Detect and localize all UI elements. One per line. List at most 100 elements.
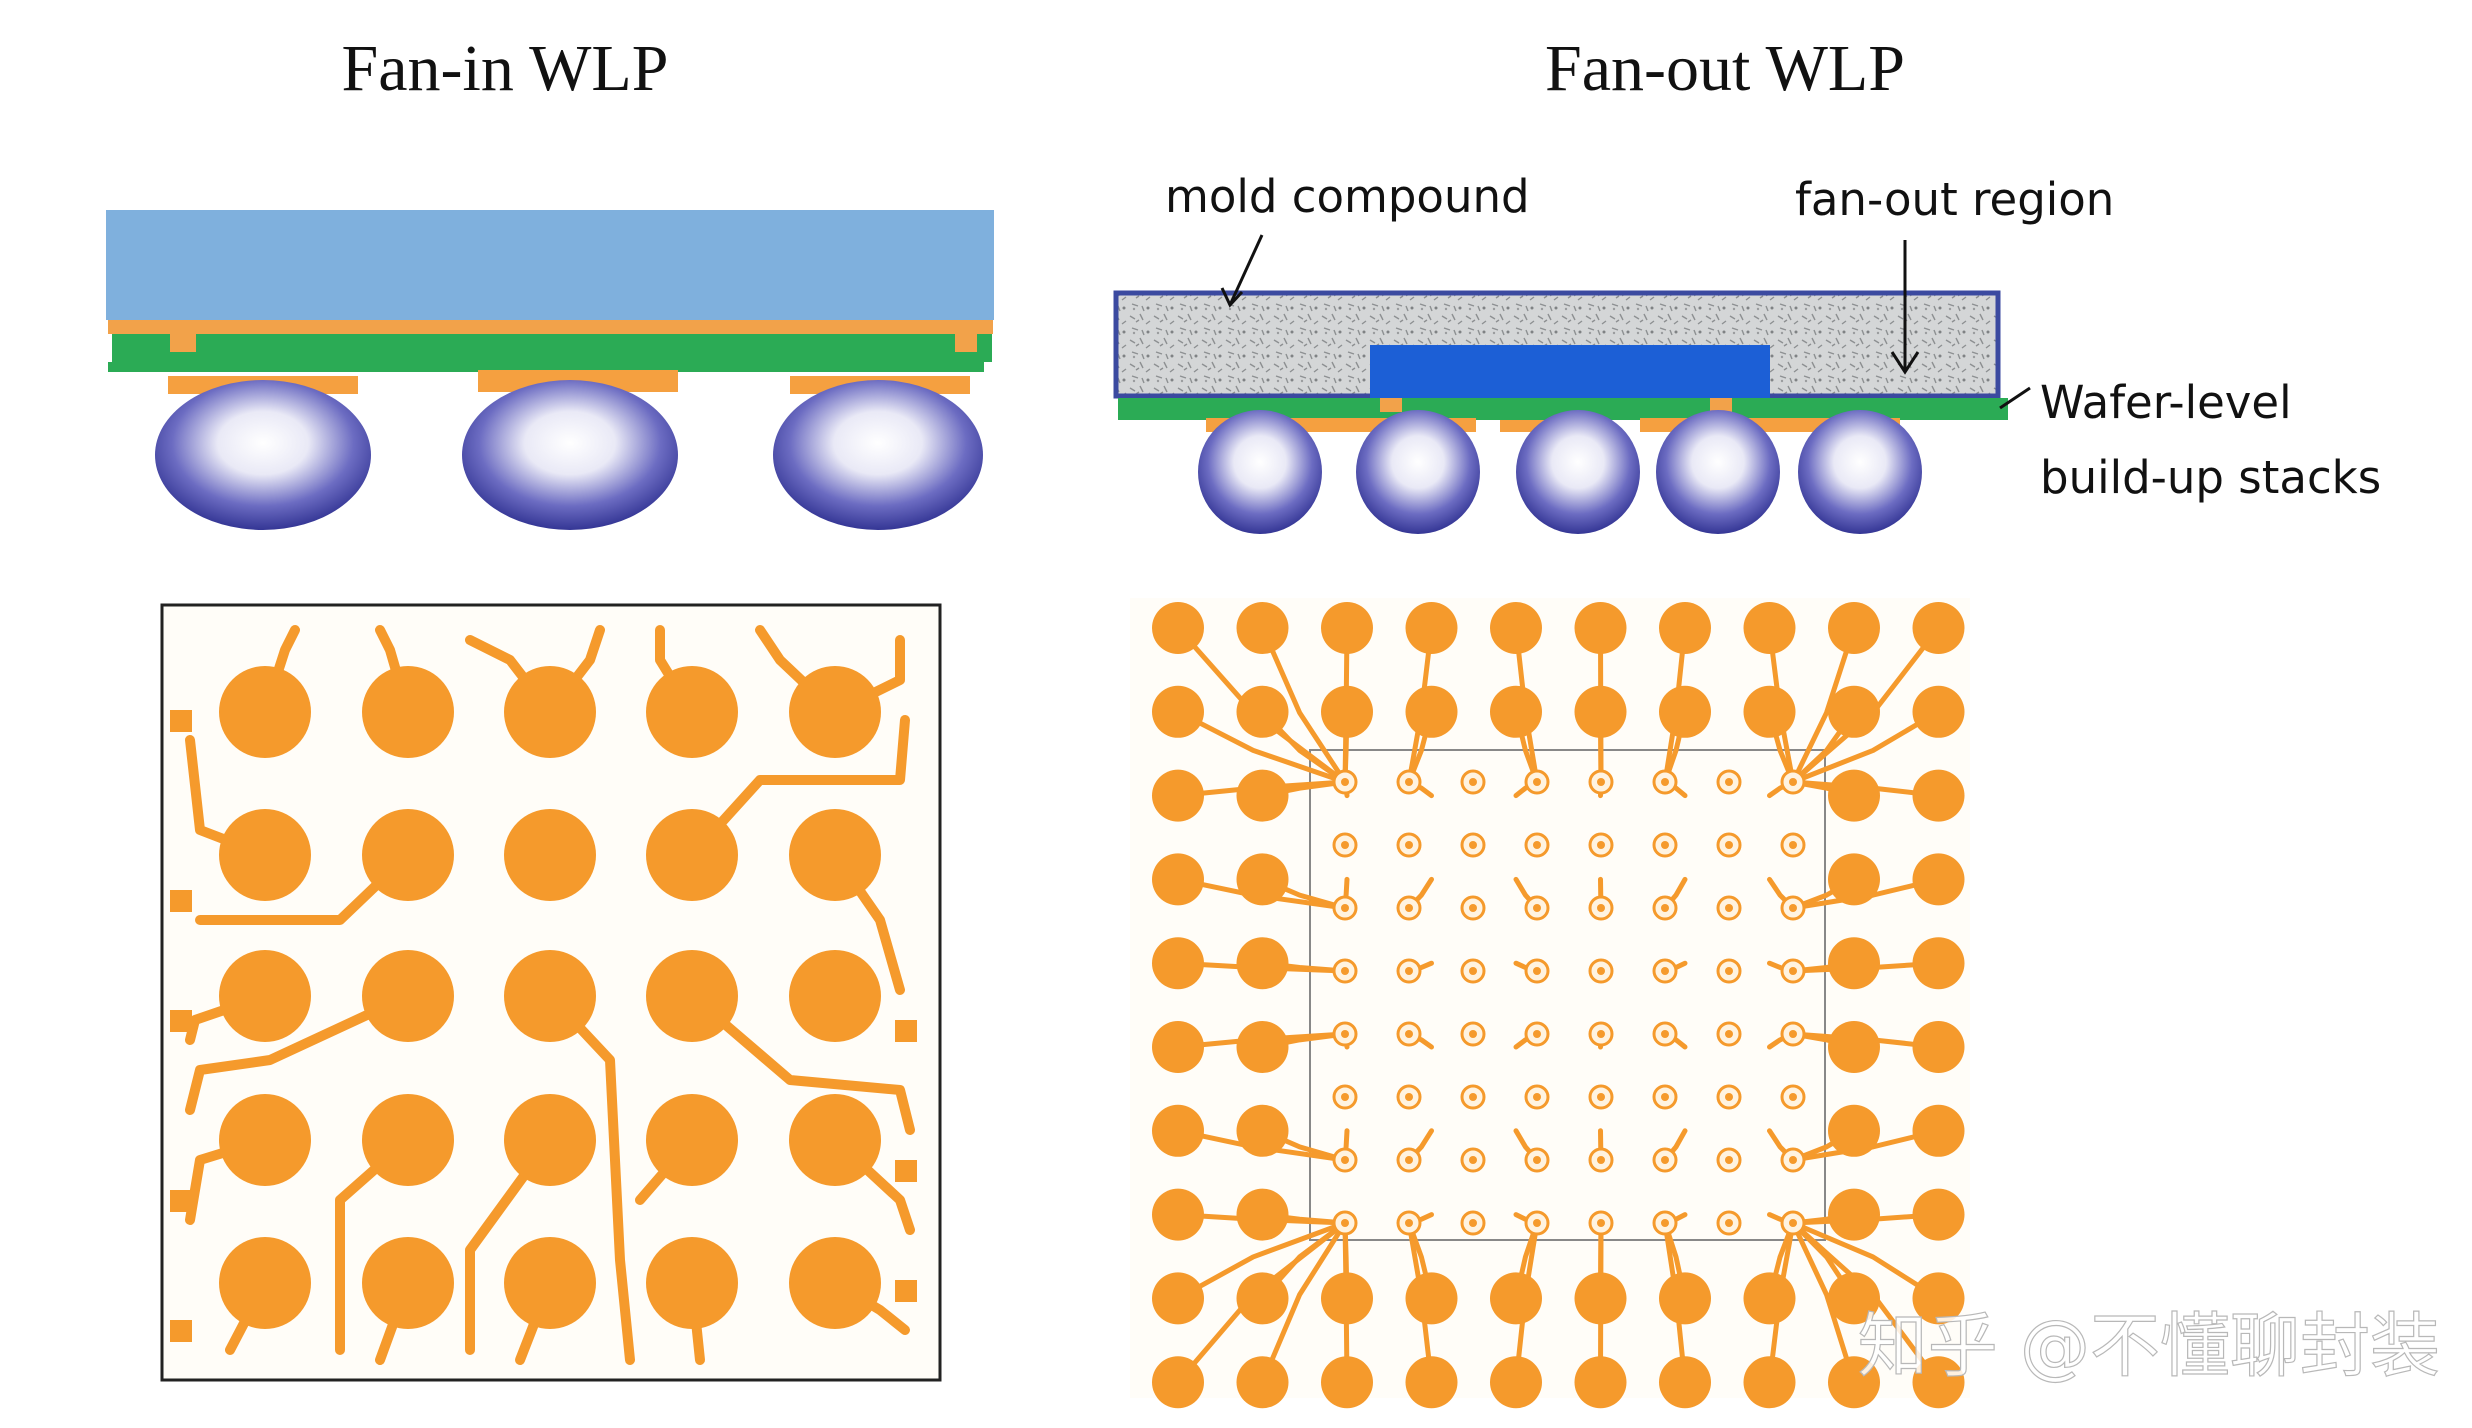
fan-out-ball-pad [1152, 685, 1204, 738]
fan-out-ball-pad [1321, 685, 1373, 738]
fan-out-ball-pad [1152, 1104, 1204, 1157]
fan-in-pad [789, 666, 881, 758]
fan-out-ball-pad [1574, 1272, 1627, 1325]
fan-out-ball-pad [1574, 602, 1627, 654]
build-up-label-line1: Wafer-level [2040, 376, 2292, 429]
fan-out-die-bump-center [1533, 1219, 1541, 1227]
fan-out-rdl-trace [1260, 625, 1348, 785]
fan-out-die-bump-center [1725, 778, 1733, 786]
fan-out-ball-pad [1321, 1356, 1373, 1409]
fan-out-ball-pad [1659, 602, 1711, 654]
build-up-arrow [1999, 386, 2031, 410]
fan-out-ball-pad [1659, 685, 1711, 738]
fan-out-rdl-trace [1790, 1220, 1857, 1385]
fan-out-rdl-trace [1790, 625, 1857, 785]
fan-in-cross-section [106, 210, 994, 530]
fan-out-die-bump-center [1789, 778, 1797, 786]
fan-out-ball-pad [1236, 1272, 1289, 1325]
fan-out-die-bump-center [1533, 967, 1541, 975]
fan-out-die-bump-center [1341, 841, 1349, 849]
fan-out-die-bump-center [1661, 1156, 1669, 1164]
mold-compound-arrow [1228, 234, 1264, 306]
fan-out-ball-pad [1912, 937, 1965, 990]
fan-in-pad [219, 666, 311, 758]
fan-out-ball-pad [1152, 1021, 1204, 1073]
fan-out-die-bump-center [1789, 841, 1797, 849]
fan-out-ball-pad [1743, 602, 1796, 654]
fan-out-ball-pad [1828, 769, 1880, 822]
fan-in-rdl-trace [185, 991, 413, 1115]
fan-in-edge-tab [895, 1020, 917, 1042]
fan-in-pad [646, 666, 738, 758]
fan-out-die-bump-center [1469, 967, 1477, 975]
fan-out-die-bump-center [1341, 967, 1349, 975]
fan-out-die-bump-center [1469, 1219, 1477, 1227]
fan-in-solder-ball [773, 380, 983, 530]
build-up-label-line2: build-up stacks [2040, 451, 2381, 504]
fan-out-title: Fan-out WLP [1545, 32, 1905, 105]
fan-out-solder-ball [1798, 410, 1922, 534]
fan-in-pad [789, 1094, 881, 1186]
fan-out-ball-pad [1912, 1272, 1965, 1325]
fan-out-die-bump-center [1533, 778, 1541, 786]
fan-in-pad [219, 809, 311, 901]
fan-out-ball-pad [1236, 1356, 1289, 1409]
fan-out-cross-section: mold compound fan-out region Wafer-level… [1113, 170, 2381, 534]
fan-out-ball-pad [1912, 1021, 1965, 1073]
fan-out-die-bump-center [1661, 1030, 1669, 1038]
fan-out-ball-pad [1743, 1356, 1796, 1409]
fan-in-edge-tab [170, 1010, 192, 1032]
fan-out-die-bump-center [1725, 904, 1733, 912]
fan-in-pad [504, 809, 596, 901]
fan-out-region-label: fan-out region [1795, 173, 2114, 226]
fan-out-ball-pad [1236, 769, 1289, 822]
fan-in-pad [646, 1237, 738, 1329]
fan-out-solder-ball [1356, 410, 1480, 534]
fan-out-die-bump-center [1597, 778, 1605, 786]
fan-in-layout [160, 603, 942, 1382]
fan-out-ball-pad [1828, 1272, 1880, 1325]
fan-in-pad [789, 809, 881, 901]
fan-out-ball-pad [1828, 853, 1880, 906]
fan-out-ball-pad [1659, 1272, 1711, 1325]
fan-out-ball-pad [1490, 1356, 1542, 1409]
fan-out-die-bump-center [1405, 904, 1413, 912]
fan-in-pad [789, 950, 881, 1042]
fan-out-ball-pad [1828, 1356, 1880, 1409]
fan-out-ball-pad [1574, 1356, 1627, 1409]
fan-out-die-bump-center [1341, 904, 1349, 912]
fan-in-edge-tab [895, 1160, 917, 1182]
fan-out-die-bump-center [1661, 904, 1669, 912]
fan-out-die-bump-center [1661, 1219, 1669, 1227]
fan-out-die-bump-center [1661, 841, 1669, 849]
fan-out-ball-pad [1743, 685, 1796, 738]
fan-out-die-bump-center [1405, 778, 1413, 786]
fan-out-rdl-trace [1175, 1220, 1348, 1301]
fan-out-ball-pad [1912, 1356, 1965, 1409]
fan-out-ball-pad [1490, 602, 1542, 654]
fan-in-pad [219, 950, 311, 1042]
fan-in-solder-ball [462, 380, 678, 530]
fan-out-die-bump-center [1597, 1156, 1605, 1164]
fan-in-title: Fan-in WLP [342, 32, 669, 105]
fan-out-die-bump-center [1789, 1219, 1797, 1227]
fan-out-die-bump-center [1661, 1093, 1669, 1101]
fan-out-ball-pad [1405, 1356, 1458, 1409]
fan-out-ball-pad [1152, 937, 1204, 990]
fan-out-die-bump-center [1661, 778, 1669, 786]
fan-out-ball-pad [1828, 1021, 1880, 1073]
fan-out-die-bump-center [1725, 967, 1733, 975]
fan-out-solder-ball [1516, 410, 1640, 534]
fan-out-ball-pad [1236, 602, 1289, 654]
fan-out-die-bump-center [1597, 1219, 1605, 1227]
fan-out-die-bump-center [1789, 967, 1797, 975]
fan-out-die-bump-center [1725, 841, 1733, 849]
fan-out-ball-pad [1152, 1272, 1204, 1325]
fan-out-ball-pad [1236, 1021, 1289, 1073]
fan-out-ball-pad [1321, 1272, 1373, 1325]
fan-out-die-bump-center [1469, 778, 1477, 786]
fan-out-ball-pad [1152, 1188, 1204, 1241]
fan-out-die-bump-center [1341, 1219, 1349, 1227]
fan-out-die-bump-center [1405, 1219, 1413, 1227]
fan-out-build-up-layer [1118, 398, 2008, 420]
